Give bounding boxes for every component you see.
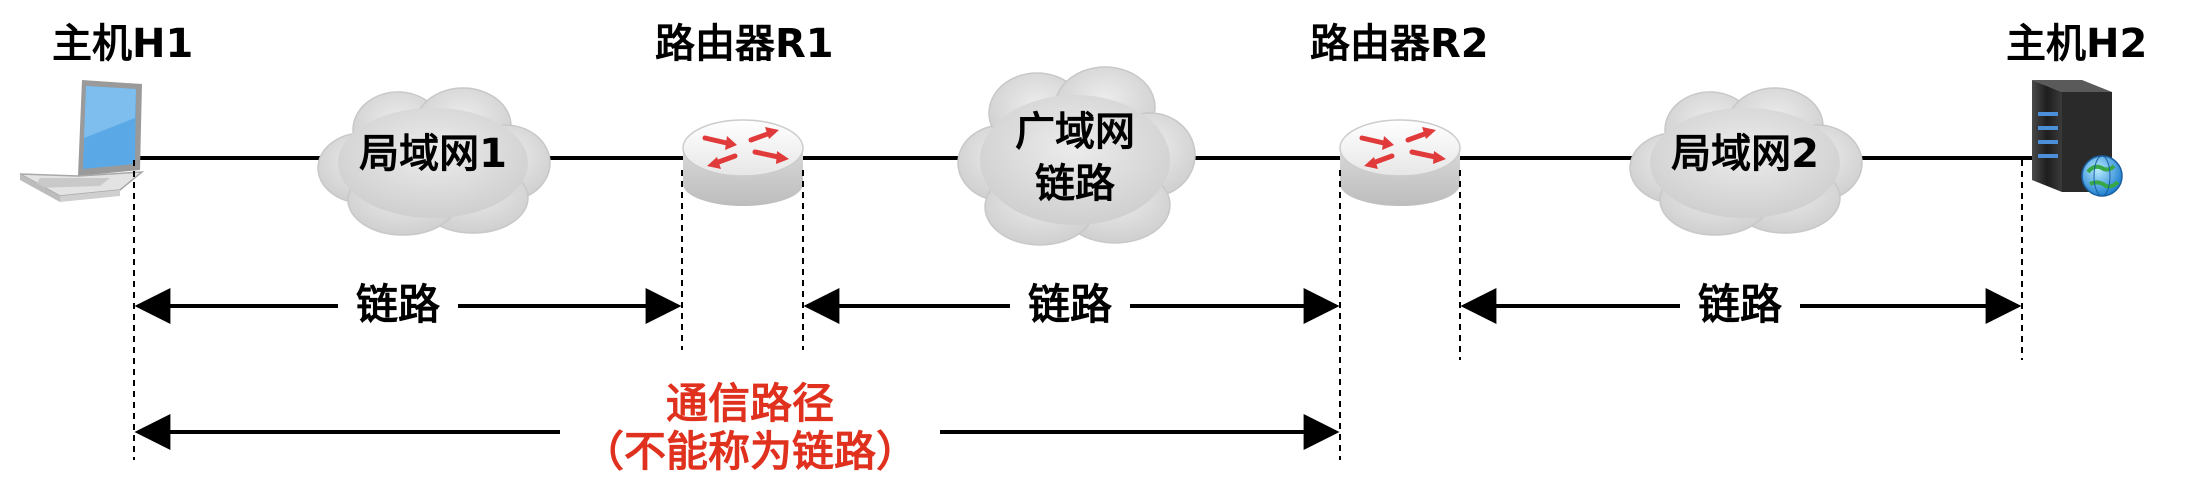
router-r1-icon <box>682 119 804 206</box>
router-r2-icon <box>1339 119 1461 206</box>
server-icon <box>2032 80 2123 197</box>
host2-label: 主机H2 <box>2006 21 2148 67</box>
cloud-lan1-label: 局域网1 <box>359 131 507 177</box>
path-label-line1: 通信路径 <box>665 379 834 428</box>
cloud-lan2-label: 局域网2 <box>1671 131 1819 177</box>
router2-label: 路由器R2 <box>1310 21 1489 67</box>
dashed-guides <box>133 160 2023 460</box>
path-label: 通信路径 （不能称为链路） <box>560 379 940 477</box>
cloud-wan-icon <box>957 66 1196 246</box>
cloud-lan2-icon <box>1629 87 1863 236</box>
path-label-line2: （不能称为链路） <box>581 427 918 477</box>
link1-label: 链路 <box>338 284 459 326</box>
link3-label: 链路 <box>1680 284 1801 326</box>
cloud-wan-label-line2: 链路 <box>1035 161 1115 207</box>
laptop-icon <box>19 80 145 202</box>
cloud-lan1-icon <box>317 87 551 236</box>
cloud-wan-label-line1: 广域网 <box>1015 109 1135 155</box>
router1-label: 路由器R1 <box>655 21 834 67</box>
link2-label: 链路 <box>1010 284 1131 326</box>
host1-label: 主机H1 <box>52 21 194 67</box>
